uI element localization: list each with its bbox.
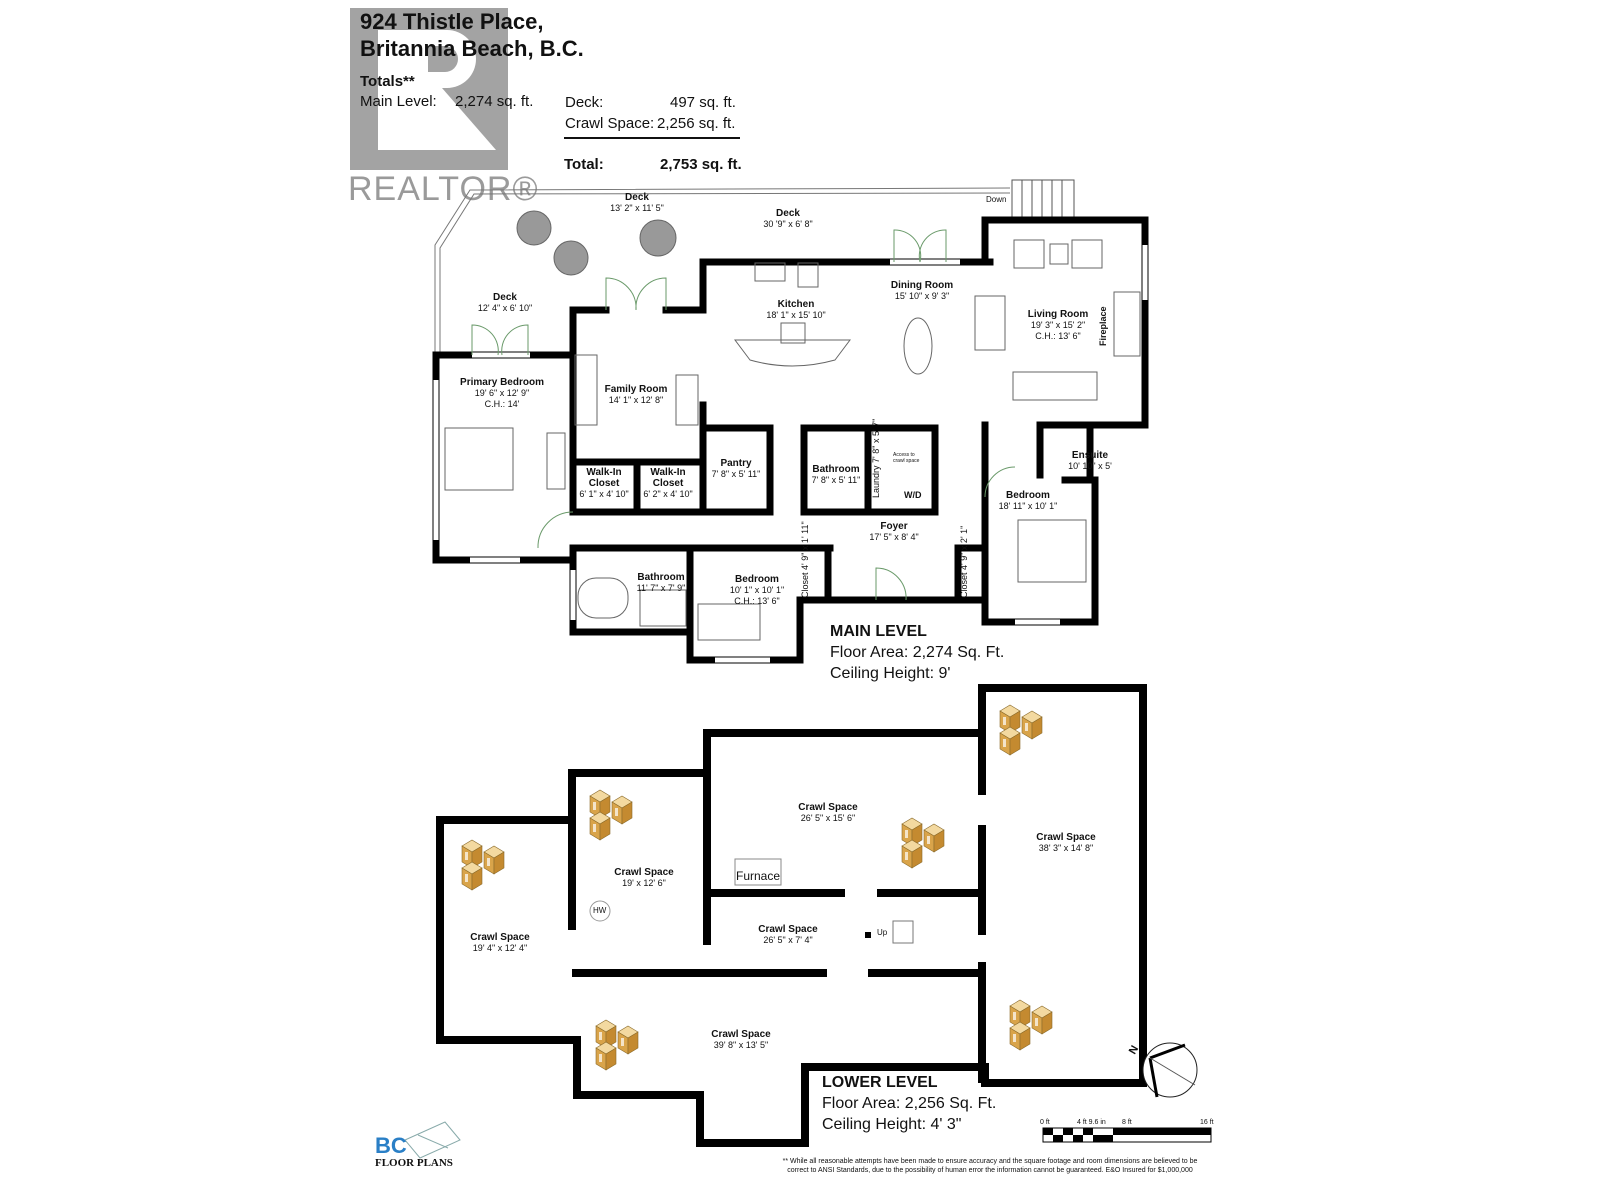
- crawl-total-label: Crawl Space:: [565, 115, 655, 132]
- floor-plans-logo-text: FLOOR PLANS: [375, 1157, 453, 1169]
- crawl-access-label: Access to crawl space: [893, 452, 920, 464]
- totals-divider: [564, 137, 740, 139]
- disclaimer-line-2: correct to ANSI Standards, due to the po…: [787, 1167, 1193, 1174]
- address-block: 924 Thistle Place, Britannia Beach, B.C.: [360, 8, 584, 62]
- bc-floor-plans-logo-graphic: [404, 1121, 461, 1159]
- lower-level-floor-area: Floor Area: 2,256 Sq. Ft.: [822, 1095, 997, 1112]
- storage-boxes: [462, 705, 1052, 1070]
- scale-tick-3: 16 ft: [1200, 1119, 1214, 1126]
- furniture: [444, 210, 1141, 641]
- deck-total-value: 497 sq. ft.: [670, 94, 736, 111]
- washer-dryer-label: W/D: [904, 490, 922, 500]
- stairs-up-label: Up: [877, 928, 888, 937]
- stairs-down-label: Down: [986, 195, 1007, 204]
- disclaimer-line-1: ** While all reasonable attempts have be…: [782, 1158, 1198, 1165]
- scale-bar: [1042, 1127, 1212, 1143]
- lower-level-title: LOWER LEVEL: [822, 1074, 938, 1091]
- main-level-info: MAIN LEVEL Floor Area: 2,274 Sq. Ft. Cei…: [830, 621, 1004, 684]
- crawl-total-value: 2,256 sq. ft.: [657, 115, 736, 132]
- main-level-walls: [432, 216, 1149, 664]
- closet-label-2: Closet 4' 9" x 2' 1": [959, 525, 969, 598]
- stairs-down: [1011, 179, 1075, 219]
- lower-level-info: LOWER LEVEL Floor Area: 2,256 Sq. Ft. Ce…: [822, 1072, 996, 1135]
- bc-logo-text: BC: [375, 1133, 407, 1158]
- address-line-2: Britannia Beach, B.C.: [360, 36, 584, 61]
- address-line-1: 924 Thistle Place,: [360, 9, 544, 34]
- disclaimer: ** While all reasonable attempts have be…: [740, 1157, 1240, 1175]
- deck-total-label: Deck:: [565, 94, 604, 111]
- fireplace-label: Fireplace: [1098, 306, 1108, 346]
- stairs-up: [892, 920, 914, 944]
- main-level-total-label: Main Level:: [360, 93, 437, 110]
- lower-level-walls: [436, 684, 1147, 1147]
- water-heater: [589, 900, 611, 922]
- grand-total-label: Total:: [564, 156, 604, 173]
- main-level-ceiling: Ceiling Height: 9': [830, 665, 951, 682]
- main-level-total-value: 2,274 sq. ft.: [455, 93, 534, 110]
- scale-tick-1: 4 ft 9.6 in: [1077, 1119, 1106, 1126]
- doors: [471, 229, 1016, 601]
- laundry-label: Laundry 7' 8" x 5' 7": [871, 418, 881, 498]
- realtor-watermark-logo: [350, 8, 508, 170]
- realtor-watermark-text: REALTOR®: [348, 170, 539, 208]
- totals-label: Totals**: [360, 73, 415, 90]
- scale-tick-0: 0 ft: [1040, 1119, 1050, 1126]
- water-heater-label: HW: [593, 906, 607, 915]
- main-level-title: MAIN LEVEL: [830, 623, 927, 640]
- furnace-unit: [734, 858, 782, 886]
- scale-tick-2: 8 ft: [1122, 1119, 1132, 1126]
- lower-level-ceiling: Ceiling Height: 4' 3": [822, 1116, 962, 1133]
- grand-total-value: 2,753 sq. ft.: [660, 156, 742, 173]
- compass-icon: [1142, 1042, 1198, 1098]
- windows: [433, 245, 1148, 663]
- closet-label-1: Closet 4' 9" x 1' 11": [800, 521, 810, 598]
- main-level-floor-area: Floor Area: 2,274 Sq. Ft.: [830, 644, 1005, 661]
- furnace-label: Furnace: [736, 869, 781, 883]
